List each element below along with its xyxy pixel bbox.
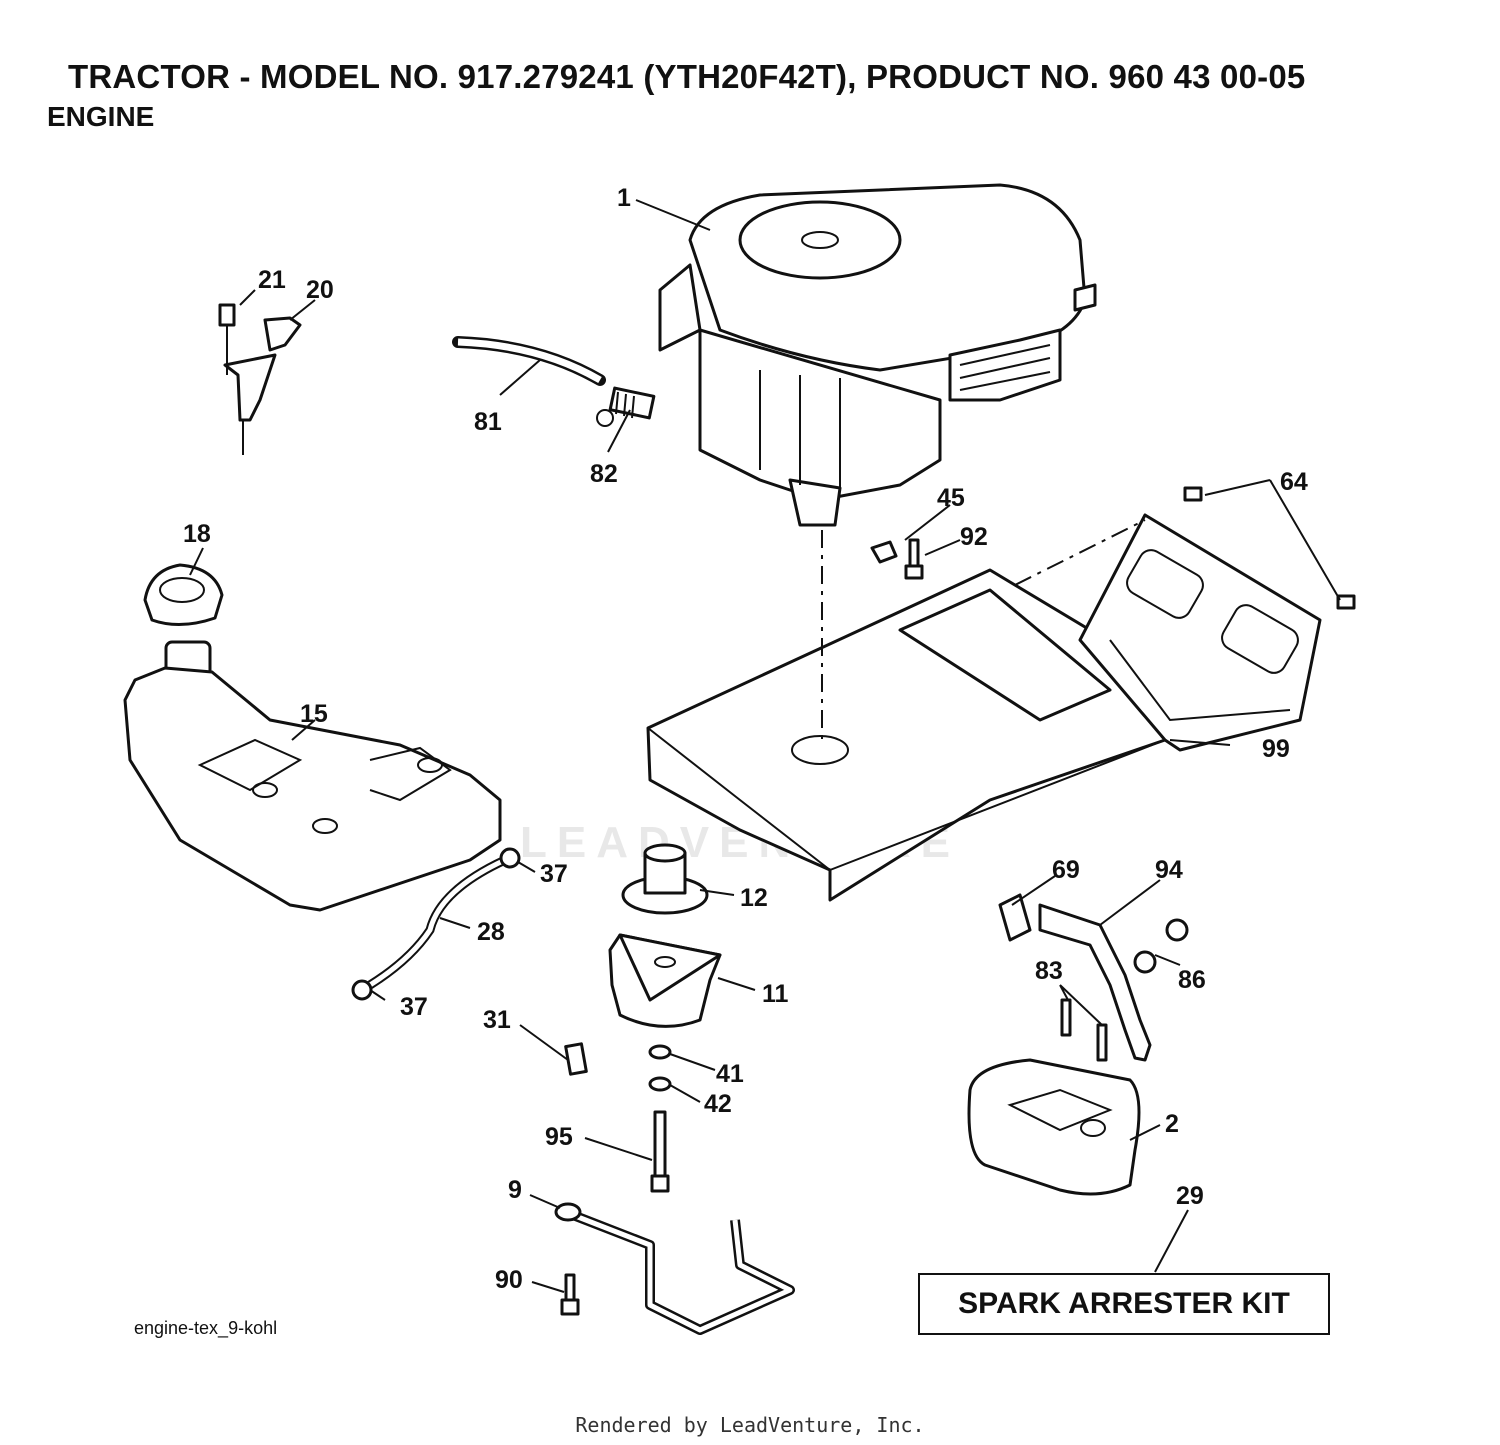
electric-clutch-part[interactable] xyxy=(608,933,722,1028)
footer-credit: Rendered by LeadVenture, Inc. xyxy=(575,1413,925,1437)
bolt-64-part[interactable] xyxy=(1183,486,1356,610)
callout-90: 90 xyxy=(495,1266,523,1294)
callout-69: 69 xyxy=(1052,856,1080,884)
kit-label: SPARK ARRESTER KIT xyxy=(958,1287,1290,1320)
callout-95: 95 xyxy=(545,1123,573,1151)
callout-28: 28 xyxy=(477,918,505,946)
callout-37-lower: 37 xyxy=(400,993,428,1021)
throttle-bracket-part[interactable] xyxy=(218,303,302,455)
callout-1: 1 xyxy=(617,184,631,212)
callout-42: 42 xyxy=(704,1090,732,1118)
nut-45-part[interactable] xyxy=(870,540,898,564)
callout-21: 21 xyxy=(258,266,286,294)
frame-part[interactable] xyxy=(646,513,1322,902)
callout-64: 64 xyxy=(1280,468,1308,496)
callout-31: 31 xyxy=(483,1006,511,1034)
callout-15: 15 xyxy=(300,700,328,728)
hose-clamp-upper-part[interactable] xyxy=(499,847,521,869)
callout-82: 82 xyxy=(590,460,618,488)
callout-9: 9 xyxy=(508,1176,522,1204)
callout-45: 45 xyxy=(937,484,965,512)
callout-92: 92 xyxy=(960,523,988,551)
callout-99: 99 xyxy=(1262,735,1290,763)
engine-pulley-part[interactable] xyxy=(621,843,709,915)
callout-11: 11 xyxy=(762,980,789,1008)
callout-81: 81 xyxy=(474,408,502,436)
callout-41: 41 xyxy=(716,1060,744,1088)
rod-9-part[interactable] xyxy=(554,1202,795,1335)
key-31-part[interactable] xyxy=(564,1042,588,1076)
washer-41-part[interactable] xyxy=(648,1044,672,1060)
spark-arrester-kit-box[interactable]: SPARK ARRESTER KIT xyxy=(918,1273,1330,1335)
washer-42-part[interactable] xyxy=(648,1076,672,1092)
bolt-95-part[interactable] xyxy=(650,1110,670,1193)
page-title: TRACTOR - MODEL NO. 917.279241 (YTH20F42… xyxy=(68,58,1306,95)
exhaust-nut-part[interactable] xyxy=(1133,918,1189,974)
fuel-filter-part[interactable] xyxy=(596,386,656,427)
bolt-92-part[interactable] xyxy=(904,538,924,580)
callout-86: 86 xyxy=(1178,966,1206,994)
engine-part[interactable] xyxy=(658,183,1097,527)
callout-20: 20 xyxy=(306,276,334,304)
fuel-tank-part[interactable] xyxy=(123,640,502,912)
section-subtitle: ENGINE xyxy=(47,101,155,132)
callout-94: 94 xyxy=(1155,856,1183,884)
fuel-cap-part[interactable] xyxy=(143,563,224,627)
callout-12: 12 xyxy=(740,884,768,912)
hose-clamp-lower-part[interactable] xyxy=(351,979,373,1001)
callout-29: 29 xyxy=(1176,1182,1204,1210)
bolt-90-part[interactable] xyxy=(560,1273,580,1316)
callout-37-upper: 37 xyxy=(540,860,568,888)
drawing-id: engine-tex_9-kohl xyxy=(134,1318,278,1338)
exhaust-pipe-part[interactable] xyxy=(998,893,1152,1062)
callout-18: 18 xyxy=(183,520,211,548)
callout-2: 2 xyxy=(1165,1110,1179,1138)
callout-83: 83 xyxy=(1035,957,1063,985)
muffler-part[interactable] xyxy=(967,1058,1141,1196)
